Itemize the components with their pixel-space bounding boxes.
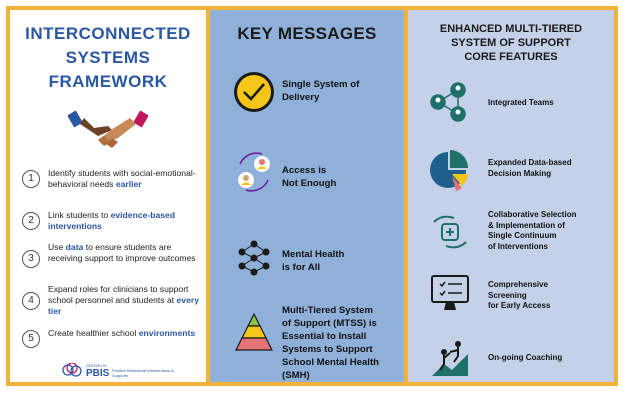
step-2: 2 Link students to evidence-based interv… xyxy=(22,210,200,240)
people-cycle-icon xyxy=(238,152,270,192)
pie-chart-icon xyxy=(430,150,468,191)
monitor-checklist-icon xyxy=(431,275,469,310)
infographic-frame: INTERCONNECTED SYSTEMS FRAMEWORK 1 Ident… xyxy=(6,6,618,386)
core-feature-3: Collaborative Selection& Implementation … xyxy=(488,210,577,251)
step-text: Expand roles for clinicians to support s… xyxy=(48,284,199,316)
right-column: ENHANCED MULTI-TIERED SYSTEM OF SUPPORT … xyxy=(408,10,614,382)
team-network-icon xyxy=(430,82,466,122)
core-features-title: ENHANCED MULTI-TIERED SYSTEM OF SUPPORT … xyxy=(439,23,583,63)
step-number: 1 xyxy=(22,170,40,188)
left-title-line: SYSTEMS xyxy=(65,48,151,67)
step-3: 3 Use data to ensure students are receiv… xyxy=(22,242,200,272)
key-messages-title: KEY MESSAGES xyxy=(237,24,377,43)
pbis-logo-subtitle: Positive Behavioral Interventions & Supp… xyxy=(112,368,174,378)
check-circle-icon xyxy=(234,72,274,112)
left-title-line: FRAMEWORK xyxy=(48,72,168,91)
step-text: Identify students with social-emotional-… xyxy=(48,168,196,189)
core-feature-1: Integrated Teams xyxy=(488,98,554,107)
pbis-logo-icon xyxy=(62,363,82,377)
step-5: 5 Create healthier school environments xyxy=(22,328,200,358)
pyramid-icon xyxy=(235,312,273,351)
step-number: 5 xyxy=(22,330,40,348)
left-column: INTERCONNECTED SYSTEMS FRAMEWORK 1 Ident… xyxy=(10,10,206,382)
step-text: Create healthier school environments xyxy=(48,328,196,338)
pbis-logo-text: PBIS xyxy=(86,368,110,379)
step-number: 2 xyxy=(22,212,40,230)
step-1: 1 Identify students with social-emotiona… xyxy=(22,168,200,198)
climbing-help-icon xyxy=(432,341,468,376)
network-people-icon xyxy=(238,240,270,276)
left-title-line: INTERCONNECTED xyxy=(25,24,191,43)
step-text: Link students to evidence-based interven… xyxy=(48,210,176,231)
step-number: 4 xyxy=(22,292,40,310)
step-text: Use data to ensure students are receivin… xyxy=(48,242,196,263)
hands-care-icon xyxy=(433,215,467,249)
handshake-icon xyxy=(68,110,148,148)
step-number: 3 xyxy=(22,250,40,268)
step-4: 4 Expand roles for clinicians to support… xyxy=(22,284,200,316)
left-title: INTERCONNECTED SYSTEMS FRAMEWORK xyxy=(10,22,206,94)
pbis-logo-small: CENTER ON xyxy=(86,364,107,368)
core-feature-5: On-going Coaching xyxy=(488,353,563,362)
